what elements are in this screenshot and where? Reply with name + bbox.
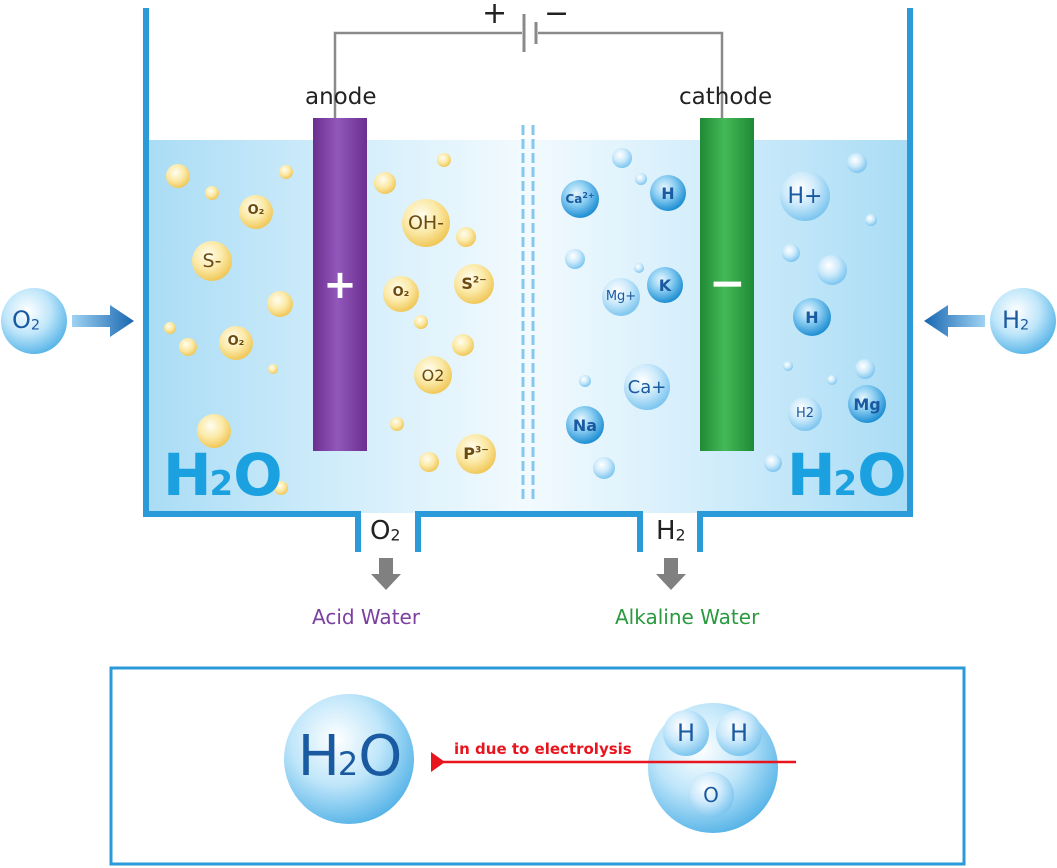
ion-ca2-plus: Ca2+ [565,191,595,206]
atom-o-ball [688,772,734,818]
ion-s2-minus: S2− [461,274,487,293]
ion-h-plus: H+ [787,184,823,209]
alkaline-outlet-arrow-icon [656,558,686,590]
circuit-wire [333,31,724,118]
alkaline-water-label: Alkaline Water [615,605,760,629]
hydrogen-input-ball [990,288,1056,354]
cathode-label: cathode [679,84,773,110]
water-molecule-label: H2O [297,724,403,789]
ion-h-b: H [805,308,819,327]
ion-balls-right [561,171,886,444]
oxygen-input-ball [1,288,67,354]
ion-h2: H2 [795,406,815,421]
atom-o-label: O [703,783,719,807]
electrolysis-panel [109,666,966,866]
hydrogen-outlet-label: H2 [656,516,686,546]
ion-ca-plus: Ca+ [627,377,667,398]
membrane [521,125,535,503]
water-label-left: H2O [163,441,283,509]
yellow-bubbles [164,153,476,495]
electrolysis-caption: in due to electrolysis [454,740,632,758]
oxygen-input-arrow [72,305,134,337]
hydrogen-input-arrow [924,305,985,337]
hydrogen-input-label: H2 [1002,306,1030,334]
ion-balls-left [192,195,496,474]
ion-mg: Mg [853,395,881,414]
blue-bubbles [565,148,877,479]
tank [143,8,913,552]
oxygen-outlet-label: O2 [370,516,401,546]
battery-icon [522,14,538,52]
ion-o2-d: O2 [421,366,445,385]
atom-h1-label: H [676,719,696,747]
battery-plus-sign: + [482,0,508,31]
ion-k: K [658,276,672,295]
acid-water-label: Acid Water [312,605,421,629]
ion-o2-b: O₂ [227,334,245,349]
acid-outlet-arrow-icon [371,558,401,590]
ion-oh-minus: OH- [407,212,445,234]
oxygen-input-label: O2 [12,306,41,334]
battery-minus-sign: − [544,0,570,31]
ion-o2-c: O₂ [392,285,410,300]
ion-o2-a: O₂ [247,203,265,218]
cathode-minus-sign: − [709,258,746,309]
ion-h-a: H [661,184,675,203]
ion-s-minus: S- [202,250,222,272]
ion-na: Na [572,416,598,435]
anode-electrode [313,118,367,451]
ion-p3-minus: P3− [463,444,489,463]
anode-plus-sign: + [323,262,357,308]
ion-mg-plus: Mg+ [605,289,637,304]
atom-h2-label: H [729,719,749,747]
water-label-right: H2O [787,441,907,509]
reaction-arrowhead-icon [431,752,445,772]
atom-h1-ball [663,710,709,756]
atom-h2-ball [716,710,762,756]
anode-label: anode [305,84,377,110]
water-molecule-ball [284,694,414,824]
cathode-electrode [700,118,754,451]
